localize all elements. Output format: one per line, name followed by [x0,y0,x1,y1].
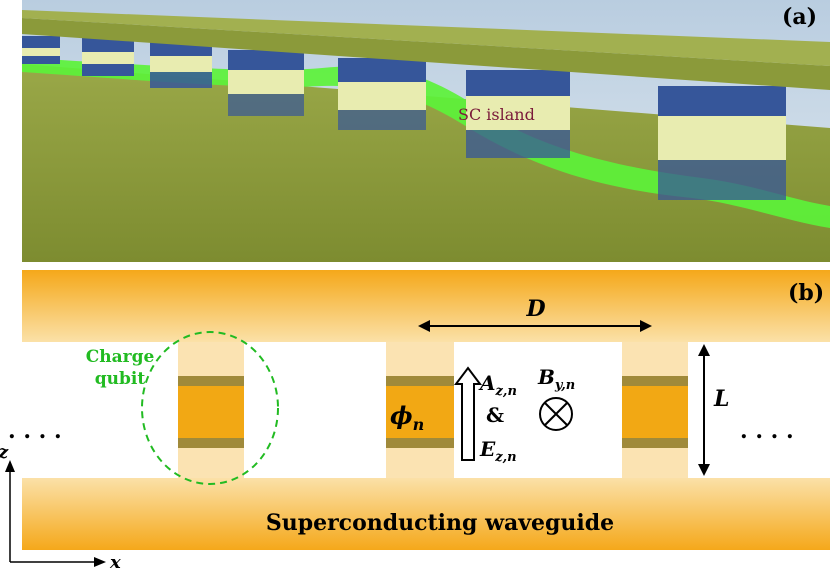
island-block-7 [658,86,786,200]
qubit-column-left [178,342,244,478]
phase-label: ϕn [390,401,424,434]
charge-qubit-outline [141,331,279,485]
island-block-3 [150,40,212,88]
panel-a-svg: SC island (a) [22,0,830,262]
height-arrow-head-bottom [698,464,710,476]
height-arrow-head-top [698,344,710,356]
island-block-6 [466,70,570,158]
ellipsis-left: . . . . [8,418,62,444]
z-axis-arrow [5,460,15,472]
waveguide-label: Superconducting waveguide [266,510,614,536]
bottom-waveguide [22,478,830,550]
field-wave-band [22,58,830,228]
panel-a-render: SC island (a) [22,0,830,262]
panel-b-schematic: Charge qubit D L ϕn Az,n & Ez,n By,n . .… [0,266,830,580]
into-page-symbol [539,397,573,431]
vector-potential-arrow [454,366,482,461]
island-block-2 [82,38,134,76]
top-waveguide [22,270,830,342]
ampersand-label: & [486,403,504,427]
island-block-1 [22,36,60,64]
spacing-label: D [525,296,545,322]
x-axis-label: x [109,552,121,573]
top-conductor-top-face [22,10,830,66]
electric-field-label: Ez,n [479,437,517,465]
bottom-conductor-surface [22,64,830,262]
sc-island-label: SC island [458,105,535,124]
spacing-arrow-head-left [418,320,430,332]
panel-b-svg: Charge qubit D L ϕn Az,n & Ez,n By,n . .… [0,270,830,573]
x-axis-arrow [94,557,106,567]
island-block-5 [338,58,426,130]
island-block-4 [228,50,304,116]
qubit-column-right [622,342,688,478]
charge-qubit-label-line1: Charge [86,347,155,367]
panel-b-label: (b) [788,280,824,306]
spacing-arrow-head-right [640,320,652,332]
panel-a-label: (a) [782,4,817,30]
vector-potential-label: Az,n [478,371,517,399]
qubit-column-center [386,342,454,478]
top-conductor-beam [22,18,830,90]
z-axis-label: z [0,442,9,463]
charge-qubit-label-line2: qubit [95,369,146,389]
ellipsis-right: . . . . [740,418,794,444]
magnetic-field-label: By,n [537,365,575,393]
height-label: L [713,386,729,412]
